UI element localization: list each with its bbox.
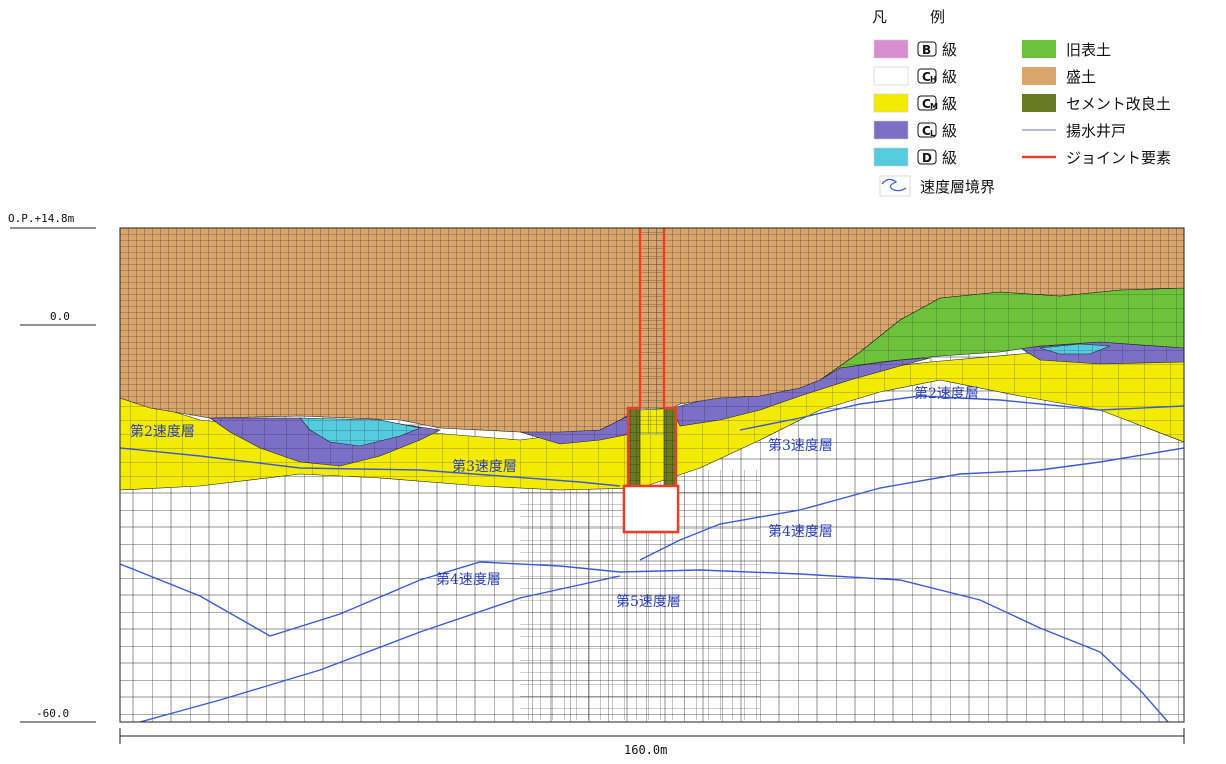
width-dimension: 160.0m — [119, 728, 1185, 757]
elevation-axis: O.P.+14.8m 0.0 -60.0 — [8, 212, 96, 723]
joint-element-base — [622, 484, 680, 534]
legend-item-material: 揚水井戸 — [1022, 122, 1126, 140]
boundary-3-4-right — [639, 447, 1184, 561]
material-swatch — [1022, 40, 1056, 58]
rock-class-badge — [917, 149, 937, 165]
cement-soil-left — [627, 407, 641, 487]
legend-item-material: セメント改良土 — [1022, 94, 1171, 113]
material-label: ジョイント要素 — [1066, 149, 1171, 167]
cement-soil-right — [663, 407, 677, 487]
rock-class-swatch — [873, 66, 909, 86]
velocity-boundaries — [120, 395, 1184, 722]
legend-item-material: 盛土 — [1022, 67, 1096, 86]
rock-class-suffix: 級 — [942, 95, 957, 113]
rock-class-swatch — [873, 93, 909, 113]
material-label: セメント改良土 — [1066, 95, 1171, 113]
material-swatch — [1022, 94, 1056, 112]
velocity-boundary-swatch-icon — [881, 178, 907, 192]
rock-class-swatch — [873, 120, 909, 140]
d-class-lens-right — [1039, 343, 1111, 355]
boundary-2-3-right — [739, 395, 1184, 431]
rock-class-letter: D — [922, 151, 932, 165]
elevation-top-label: O.P.+14.8m — [8, 212, 75, 225]
structure-base — [624, 486, 678, 532]
rock-class-badge — [917, 122, 937, 138]
legend-title-left: 凡 — [872, 8, 887, 26]
velocity-layer-labels: 第2速度層 第3速度層 第2速度層 第3速度層 第4速度層 第4速度層 第5速度… — [130, 385, 979, 610]
rock-class-swatch — [873, 39, 909, 59]
layer-label: 第3速度層 — [452, 458, 517, 475]
elevation-bottom-label: -60.0 — [36, 707, 69, 720]
legend-title-right: 例 — [930, 8, 945, 26]
rock-class-letter: C — [922, 124, 931, 138]
layer-label: 第2速度層 — [914, 385, 979, 402]
rock-class-subscript: L — [930, 129, 935, 138]
boundary-2-3-left — [120, 447, 621, 487]
rock-class-suffix: 級 — [942, 68, 957, 86]
rock-class-suffix: 級 — [942, 122, 957, 140]
layer-label: 第5速度層 — [616, 593, 681, 610]
pumping-well — [639, 228, 665, 435]
legend-item-velocity-boundary: 速度層境界 — [879, 175, 995, 197]
material-label: 盛土 — [1066, 68, 1096, 86]
material-label: 旧表土 — [1066, 41, 1111, 59]
section-body — [120, 228, 1184, 722]
legend-item-material: ジョイント要素 — [1022, 149, 1171, 167]
rock-class-swatch — [873, 147, 909, 167]
boundary-4-5 — [120, 561, 1169, 722]
layer-label: 第2速度層 — [130, 423, 195, 440]
rock-class-subscript: H — [930, 75, 937, 84]
rock-class-badge — [917, 95, 937, 111]
rock-class-letter: B — [922, 43, 931, 57]
material-swatch — [1022, 67, 1056, 85]
width-dimension-label: 160.0m — [624, 743, 667, 757]
rock-class-subscript: M — [930, 102, 938, 111]
boundary-5-left-diag — [139, 575, 621, 722]
rock-class-letter: C — [922, 70, 931, 84]
rock-class-badge — [917, 41, 937, 57]
layer-label: 第4速度層 — [436, 571, 501, 588]
rock-class-letter: C — [922, 97, 931, 111]
layer-label: 第3速度層 — [768, 437, 833, 454]
layer-label: 第4速度層 — [768, 523, 833, 540]
rock-class-badge — [917, 68, 937, 84]
d-class-lens-left — [299, 417, 422, 447]
elevation-zero-label: 0.0 — [50, 310, 70, 323]
section-border — [119, 227, 1185, 723]
velocity-boundary-swatch — [879, 175, 911, 197]
legend-item-material: 旧表土 — [1022, 40, 1111, 59]
legend-label-boundary: 速度層境界 — [920, 178, 995, 196]
material-label: 揚水井戸 — [1066, 122, 1126, 140]
rock-class-suffix: 級 — [942, 41, 957, 59]
rock-class-suffix: 級 — [942, 149, 957, 167]
